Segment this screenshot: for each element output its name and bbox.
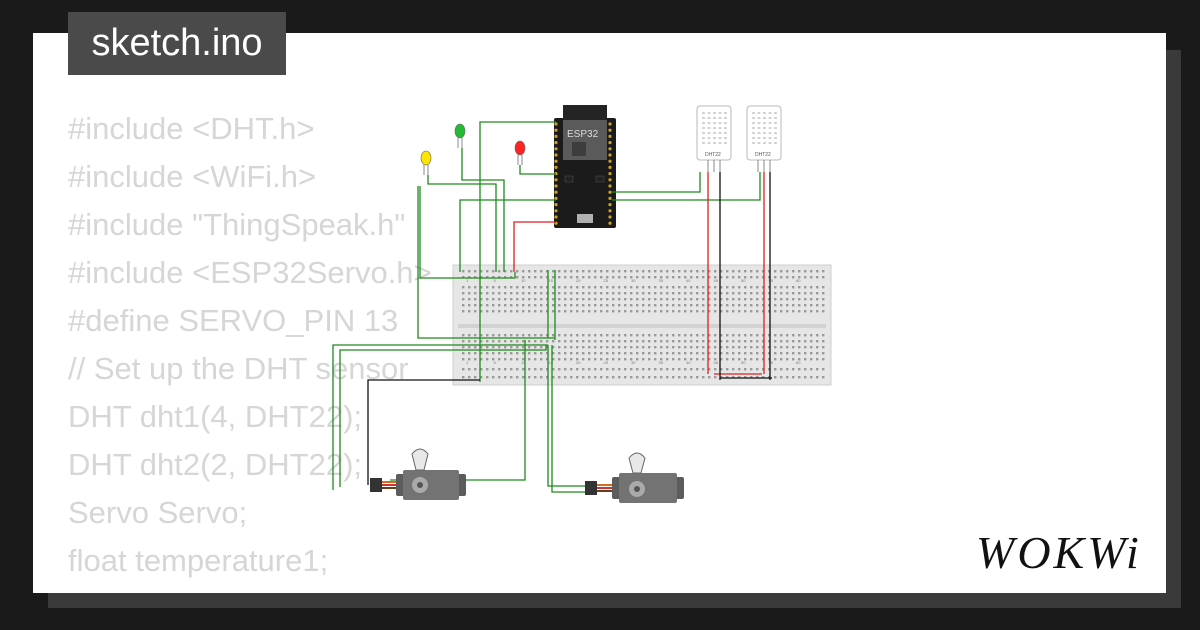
wokwi-logo: WOKWi [976, 527, 1142, 578]
wires [332, 121, 772, 493]
breadboard-holes [462, 270, 825, 379]
file-tab[interactable]: sketch.ino [68, 12, 286, 75]
breadboard-column-label: 55 [769, 360, 774, 365]
breadboard-column-label: 10 [521, 360, 526, 365]
breadboard-column-label: 45 [714, 278, 719, 283]
code-line: DHT dht1(4, DHT22); [68, 399, 363, 434]
led-green [454, 123, 466, 148]
breadboard-column-label: 10 [521, 278, 526, 283]
code-line: #include <WiFi.h> [68, 159, 317, 194]
code-line: #include <DHT.h> [68, 111, 315, 146]
code-line: #include "ThingSpeak.h" [68, 207, 406, 242]
code-preview: #include <DHT.h> #include <WiFi.h> #includ… [68, 105, 432, 593]
esp32-pins [554, 122, 612, 225]
breadboard-column-label: 5 [494, 278, 497, 283]
breadboard-column-label: 50 [741, 278, 746, 283]
esp32-label: ESP32 [567, 129, 599, 140]
breadboard-column-label: 1 [466, 360, 469, 365]
code-line: Servo Servo; [68, 495, 248, 530]
code-line: float humidity1; [68, 585, 432, 593]
dht22-label: DHT22 [755, 152, 771, 158]
breadboard-column-label: 5 [494, 360, 497, 365]
breadboard-column-label: 25 [604, 278, 609, 283]
code-line: #define SERVO_PIN 13 [68, 303, 399, 338]
breadboard-column-label: 15 [549, 360, 554, 365]
code-line: // Set up the DHT sensor [68, 351, 409, 386]
breadboard-column-label: 40 [686, 360, 691, 365]
breadboard-column-label: 60 [796, 360, 801, 365]
breadboard-column-label: 50 [741, 360, 746, 365]
code-line: float temperature1; [68, 543, 329, 578]
breadboard-column-label: 35 [659, 278, 664, 283]
breadboard-column-labels: 1155101015152020252530303535404045455050… [466, 278, 801, 365]
code-line: #include <ESP32Servo.h> [68, 255, 432, 290]
breadboard-column-label: 1 [466, 278, 469, 283]
code-line: DHT dht2(2, DHT22); [68, 447, 363, 482]
breadboard-column-label: 45 [714, 360, 719, 365]
breadboard-column-label: 40 [686, 278, 691, 283]
esp32-board: ESP32 [554, 105, 616, 228]
breadboard-column-label: 30 [631, 360, 636, 365]
breadboard: 1155101015152020252530303535404045455050… [452, 264, 832, 386]
breadboard-column-label: 35 [659, 360, 664, 365]
dht22-label: DHT22 [705, 152, 721, 158]
breadboard-column-label: 20 [576, 360, 581, 365]
dht22-sensor-1: DHT22 [696, 105, 732, 172]
breadboard-column-label: 15 [549, 278, 554, 283]
preview-card: #include <DHT.h> #include <WiFi.h> #includ… [33, 33, 1166, 593]
breadboard-column-label: 30 [631, 278, 636, 283]
servo-motor-2 [585, 452, 684, 503]
dht22-sensor-2: DHT22 [746, 105, 782, 172]
circuit-diagram: 1155101015152020252530303535404045455050… [332, 105, 832, 503]
led-red [514, 140, 526, 165]
breadboard-column-label: 55 [769, 278, 774, 283]
breadboard-column-label: 25 [604, 360, 609, 365]
breadboard-column-label: 60 [796, 278, 801, 283]
led-yellow [420, 150, 432, 175]
servo-motor-1 [370, 448, 466, 500]
breadboard-column-label: 20 [576, 278, 581, 283]
